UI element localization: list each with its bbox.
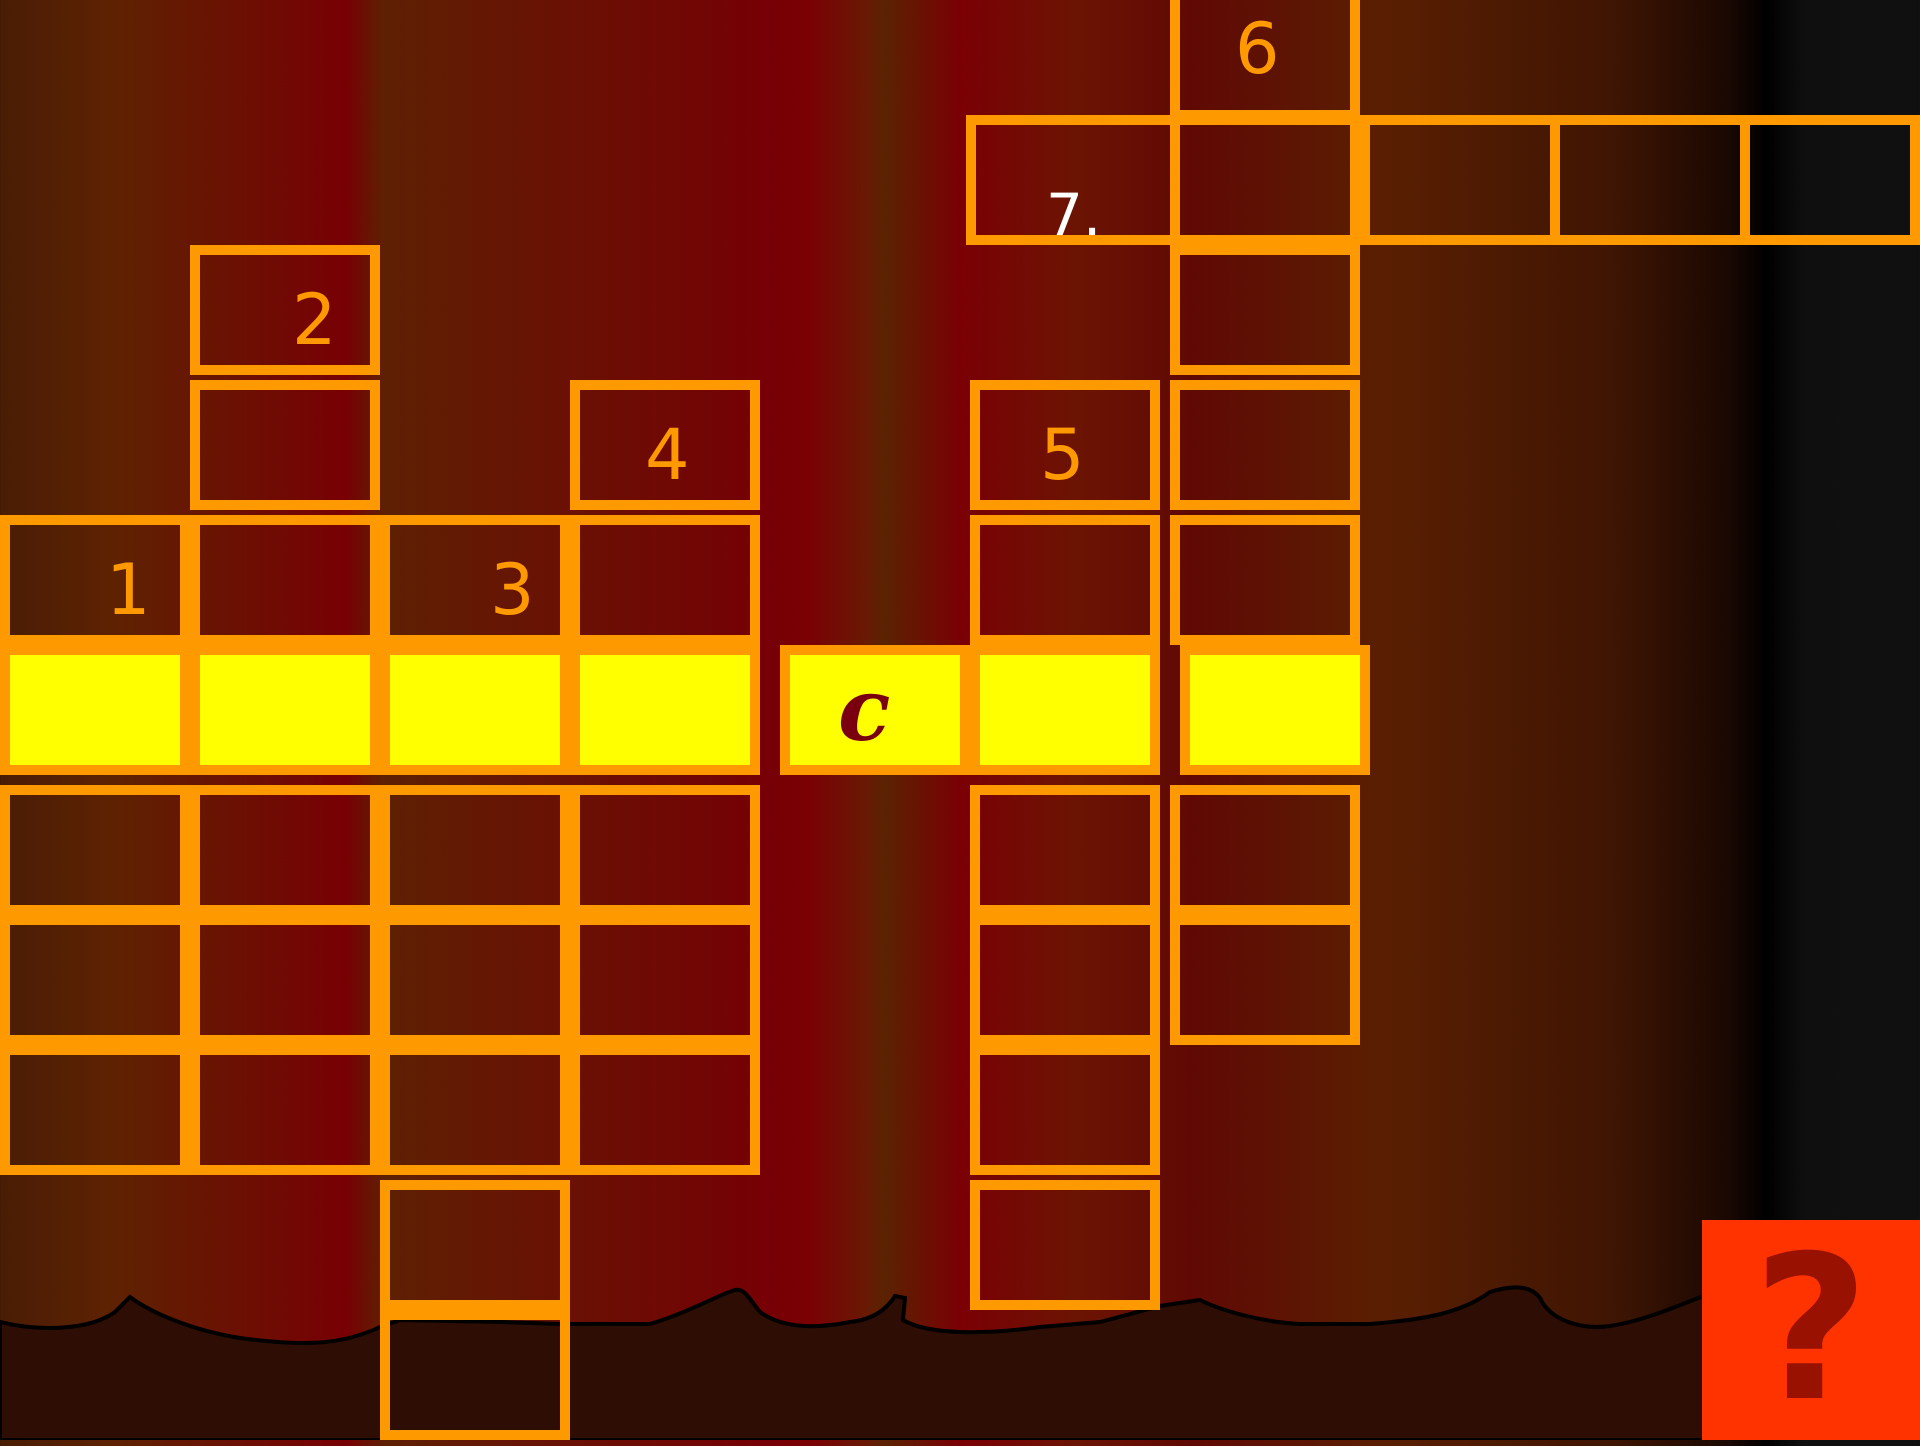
grid-cell-highlight-4[interactable] [570, 645, 760, 775]
grid-cell[interactable] [970, 785, 1160, 915]
grid-cell[interactable] [570, 785, 760, 915]
grid-cell[interactable] [380, 915, 570, 1045]
clue-number-3: 3 [490, 555, 535, 625]
clue-number-1: 1 [106, 555, 151, 625]
clue-number-7: 7. [1046, 186, 1101, 244]
grid-cell-highlight-7[interactable] [1180, 645, 1370, 775]
grid-cell[interactable] [1170, 915, 1360, 1045]
grid-cell[interactable] [1170, 785, 1360, 915]
grid-cell[interactable] [190, 1045, 380, 1175]
grid-cell-highlight-2[interactable] [190, 645, 380, 775]
help-button[interactable]: ? [1702, 1220, 1920, 1440]
grid-cell[interactable] [970, 915, 1160, 1045]
grid-cell[interactable] [380, 1180, 570, 1310]
clue-number-5: 5 [1040, 420, 1085, 490]
grid-cell[interactable] [190, 515, 380, 645]
grid-cell[interactable] [380, 1310, 570, 1440]
question-mark-icon: ? [1753, 1230, 1869, 1430]
grid-cell[interactable] [1170, 115, 1360, 245]
grid-cell[interactable] [380, 515, 570, 645]
grid-cell[interactable] [970, 1180, 1160, 1310]
grid-cell[interactable] [570, 1045, 760, 1175]
grid-cell[interactable] [970, 515, 1160, 645]
grid-cell-highlight-1[interactable] [0, 645, 190, 775]
grid-cell[interactable] [1170, 245, 1360, 375]
clue-number-6: 6 [1235, 14, 1280, 84]
grid-cell[interactable] [1550, 115, 1750, 245]
grid-cell[interactable] [0, 785, 190, 915]
grid-cell[interactable] [0, 915, 190, 1045]
grid-cell[interactable] [570, 515, 760, 645]
grid-cell-highlight-3[interactable] [380, 645, 570, 775]
grid-letter-c: c [838, 668, 890, 754]
grid-cell[interactable] [0, 1045, 190, 1175]
grid-cell[interactable] [380, 1045, 570, 1175]
grid-cell[interactable] [1360, 115, 1560, 245]
grid-cell[interactable] [190, 915, 380, 1045]
clue-number-2: 2 [292, 285, 337, 355]
grid-cell[interactable] [970, 1045, 1160, 1175]
grid-cell[interactable] [570, 915, 760, 1045]
grid-cell[interactable] [1740, 115, 1920, 245]
grid-cell[interactable] [190, 380, 380, 510]
grid-cell-highlight-6[interactable] [970, 645, 1160, 775]
grid-cell[interactable] [1170, 380, 1360, 510]
grid-cell[interactable] [190, 245, 380, 375]
clue-number-4: 4 [645, 420, 690, 490]
grid-cell[interactable] [190, 785, 380, 915]
grid-cell[interactable] [380, 785, 570, 915]
grid-cell[interactable] [0, 515, 190, 645]
grid-cell[interactable] [1170, 515, 1360, 645]
